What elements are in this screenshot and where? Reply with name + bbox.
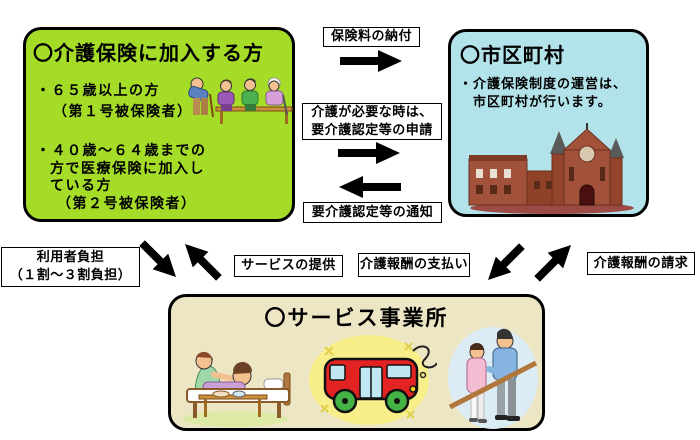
fee-claim-text: 介護報酬の請求	[593, 255, 689, 271]
service-provision-text: サービスの提供	[241, 258, 336, 274]
insured-box: 〇介護保険に加入する方 ・６５歳以上の方 （第１号被保険者） ・４０歳～６４歳ま…	[23, 27, 295, 222]
label-service-provision: サービスの提供	[234, 255, 343, 277]
label-user-burden: 利用者負担 （１割～３割負担）	[1, 247, 140, 287]
municipality-line: 市区町村が行います。	[473, 95, 612, 110]
insured-line: （第２号被保険者）	[57, 196, 197, 212]
provider-to-user-arrow-icon	[185, 244, 222, 281]
premium-payment-text: 保険料の納付	[330, 29, 412, 45]
bus-illustration	[309, 335, 437, 425]
certification-notice-text: 要介護認定等の通知	[311, 204, 434, 220]
municipality-box-title: 〇市区町村	[460, 43, 565, 67]
user-burden-line1: 利用者負担	[36, 250, 105, 266]
label-fee-claim: 介護報酬の請求	[587, 252, 695, 275]
premium-payment-arrow-icon	[340, 50, 402, 72]
insured-box-title: 〇介護保険に加入する方	[33, 41, 264, 65]
payment-to-provider-arrow-icon	[488, 243, 525, 280]
certification-notice-arrow-icon	[339, 176, 401, 198]
care-request-line2: 要介護認定等の申請	[311, 122, 433, 138]
user-to-provider-arrow-icon	[139, 240, 176, 277]
insured-line: （第１号被保険者）	[53, 104, 193, 120]
fee-payment-text: 介護報酬の支払い	[359, 257, 468, 273]
insured-line: ている方	[50, 178, 112, 194]
label-care-request: 介護が必要な時は、 要介護認定等の申請	[302, 103, 442, 140]
insured-line: ・４０歳～６４歳までの	[36, 143, 207, 159]
walking-assist-illustration	[448, 327, 538, 429]
provider-box-title: 〇サービス事業所	[264, 306, 449, 330]
provider-claim-arrow-icon	[534, 245, 571, 282]
insured-line: 方で医療保険に加入し	[50, 161, 205, 177]
label-premium-payment: 保険料の納付	[323, 27, 420, 47]
municipal-building-illustration	[468, 123, 634, 214]
elderly-group-illustration	[188, 77, 293, 124]
municipality-line: ・介護保険制度の運営は、	[459, 77, 628, 92]
bed-care-illustration	[182, 351, 291, 427]
care-request-arrow-icon	[338, 142, 400, 164]
label-certification-notice: 要介護認定等の通知	[303, 202, 442, 223]
insured-line: ・６５歳以上の方	[36, 83, 160, 99]
user-burden-line2: （１割～３割負担）	[9, 268, 132, 283]
care-request-line1: 介護が必要な時は、	[311, 104, 433, 120]
provider-box: 〇サービス事業所	[168, 294, 545, 431]
label-fee-payment: 介護報酬の支払い	[358, 253, 470, 277]
municipality-box: 〇市区町村 ・介護保険制度の運営は、 市区町村が行います。	[448, 29, 649, 217]
